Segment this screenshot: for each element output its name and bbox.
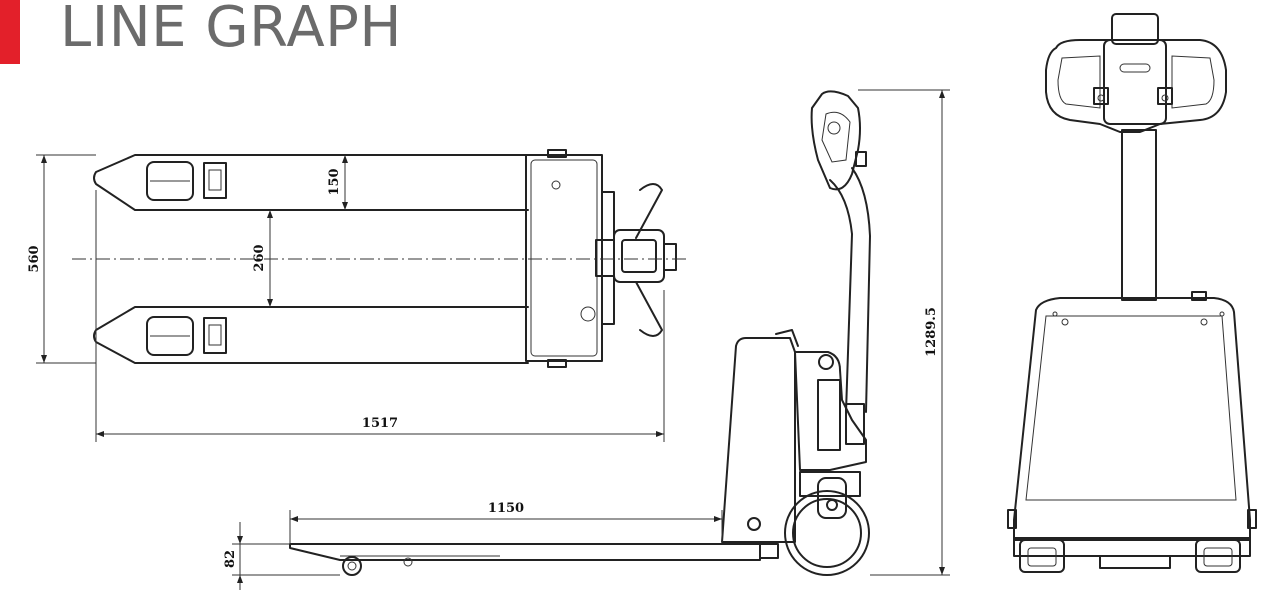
front-body: [1013, 297, 1251, 541]
side-tiller-head: [810, 90, 861, 191]
side-fork: [289, 543, 761, 561]
side-tiller-arm: [829, 167, 871, 413]
accent-bar: [0, 0, 20, 64]
front-column: [1121, 129, 1157, 301]
dim-label-260: 260: [252, 244, 267, 271]
load-wheel-upper: [146, 161, 194, 201]
dim-label-1289-5: 1289.5: [924, 307, 939, 357]
dim-label-560: 560: [27, 245, 42, 272]
top-fork-upper: [93, 154, 529, 211]
dim-label-82: 82: [223, 550, 238, 568]
load-wheel-lower: [146, 316, 194, 356]
dim-label-150: 150: [327, 168, 342, 195]
top-body: [525, 154, 603, 362]
side-drive-wheel: [784, 490, 870, 576]
page-title: LINE GRAPH: [60, 0, 403, 60]
side-load-wheel: [342, 556, 362, 576]
front-view: [1007, 13, 1257, 573]
front-wheel-right: [1195, 539, 1241, 573]
fork-bracket-upper: [203, 162, 227, 199]
side-body: [721, 337, 796, 543]
front-handle: [1045, 39, 1227, 133]
fork-bracket-lower: [203, 317, 227, 354]
dim-label-1150: 1150: [488, 501, 524, 516]
front-wheel-left: [1019, 539, 1065, 573]
dim-label-1517: 1517: [362, 416, 398, 431]
side-view: 1150 82 1289.5: [223, 89, 950, 590]
top-view: 560 150 260 1517: [27, 149, 690, 442]
top-handle: [595, 183, 677, 337]
